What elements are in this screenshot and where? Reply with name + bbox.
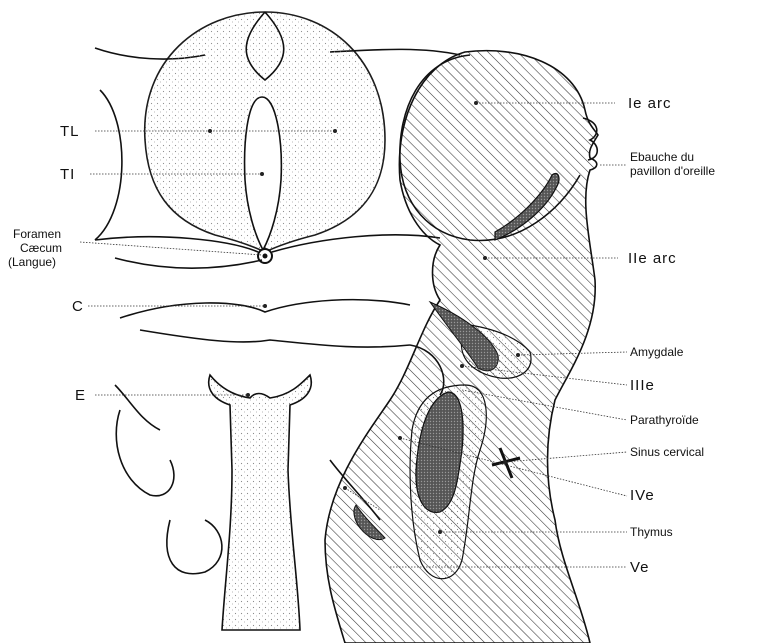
label-ebauche-2: pavillon d'oreille bbox=[630, 164, 715, 178]
label-arc5: Ve bbox=[630, 559, 650, 576]
label-foramen-1: Foramen bbox=[13, 227, 61, 241]
label-ebauche-1: Ebauche du bbox=[630, 150, 694, 164]
label-ti: TI bbox=[60, 166, 75, 183]
label-thymus: Thymus bbox=[630, 525, 673, 539]
copula-upper bbox=[120, 300, 410, 318]
label-parathyroide: Parathyroïde bbox=[630, 413, 699, 427]
label-sinus: Sinus cervical bbox=[630, 445, 704, 459]
label-arc3: IIIe bbox=[630, 377, 655, 394]
label-e: E bbox=[75, 387, 86, 404]
label-c: C bbox=[72, 298, 84, 315]
label-foramen-3: (Langue) bbox=[8, 255, 56, 269]
copula-lower bbox=[115, 258, 262, 268]
label-arc4: IVe bbox=[630, 487, 655, 504]
label-tl: TL bbox=[60, 123, 80, 140]
esophagus bbox=[209, 375, 312, 630]
label-arc1: Ie arc bbox=[628, 95, 672, 112]
label-foramen-2: Cæcum bbox=[20, 241, 62, 255]
label-arc2: IIe arc bbox=[628, 250, 677, 267]
label-amygdale: Amygdale bbox=[630, 345, 684, 359]
